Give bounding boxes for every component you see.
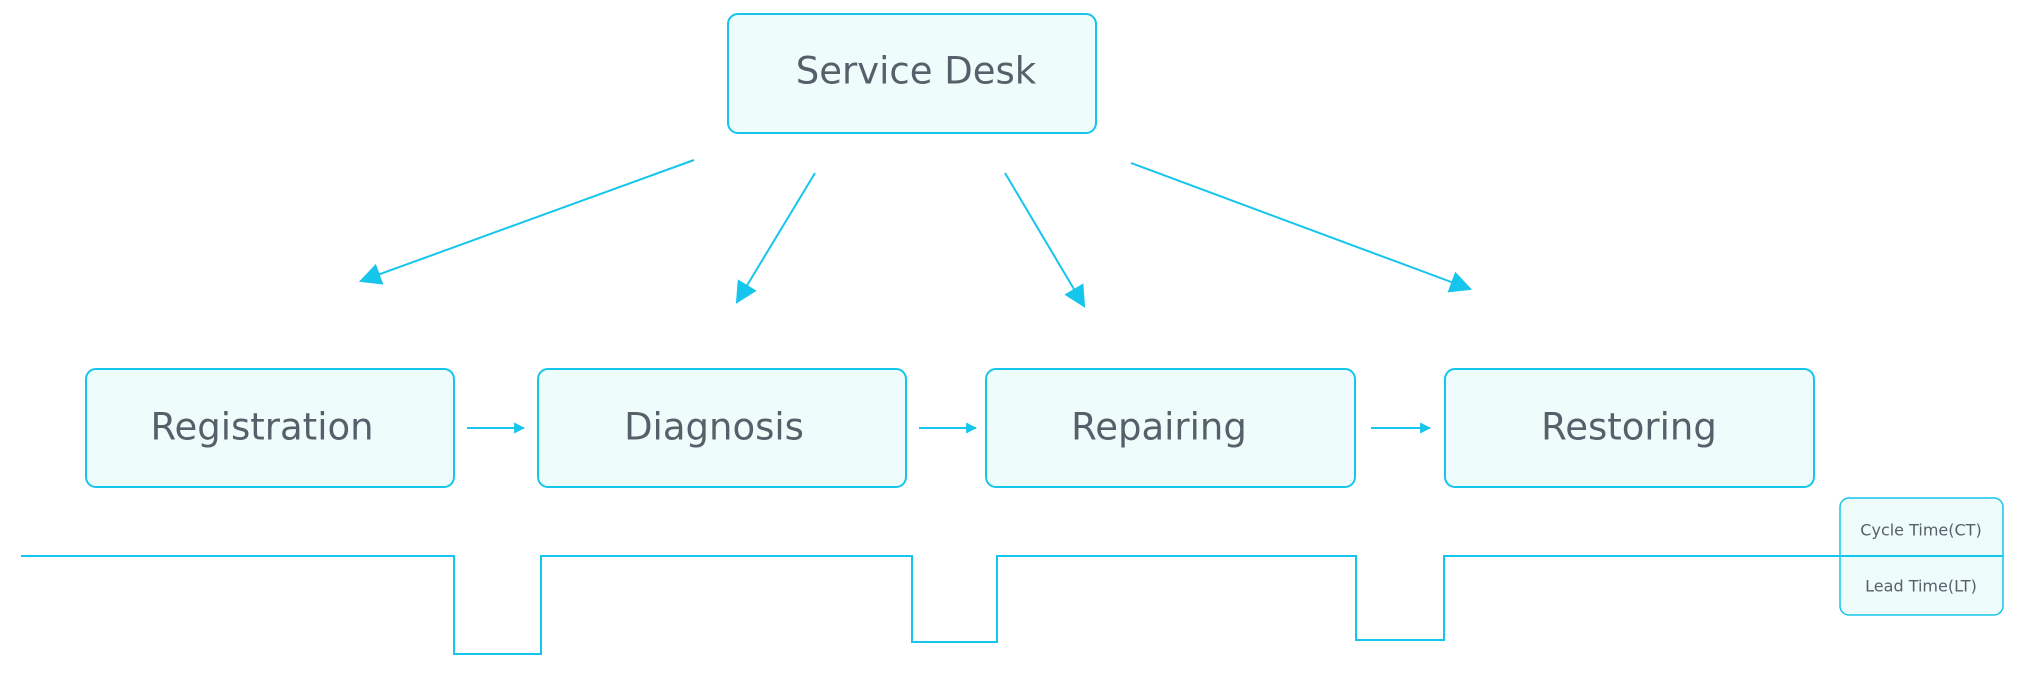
timeline-wave	[21, 555, 2003, 655]
arrow-to-restoring	[1130, 162, 1473, 293]
stage-diagnosis-label: Diagnosis	[624, 406, 804, 449]
service-desk-label: Service Desk	[796, 50, 1037, 93]
stage-diagnosis-box: Diagnosis	[537, 368, 907, 488]
arrow-to-registration	[358, 159, 695, 285]
service-desk-box: Service Desk	[727, 13, 1097, 134]
stage-registration-label: Registration	[150, 406, 373, 449]
stage-registration-box: Registration	[85, 368, 455, 488]
arrow-to-repairing	[1004, 172, 1086, 308]
stage-restoring-label: Restoring	[1541, 406, 1717, 449]
lead-time-label: Lead Time(LT)	[1865, 577, 1977, 596]
arrow-to-diagnosis	[735, 172, 816, 304]
stage-repairing-label: Repairing	[1071, 406, 1247, 449]
stage-restoring-box: Restoring	[1444, 368, 1815, 488]
stage-repairing-box: Repairing	[985, 368, 1356, 488]
cycle-time-label: Cycle Time(CT)	[1860, 521, 1981, 540]
